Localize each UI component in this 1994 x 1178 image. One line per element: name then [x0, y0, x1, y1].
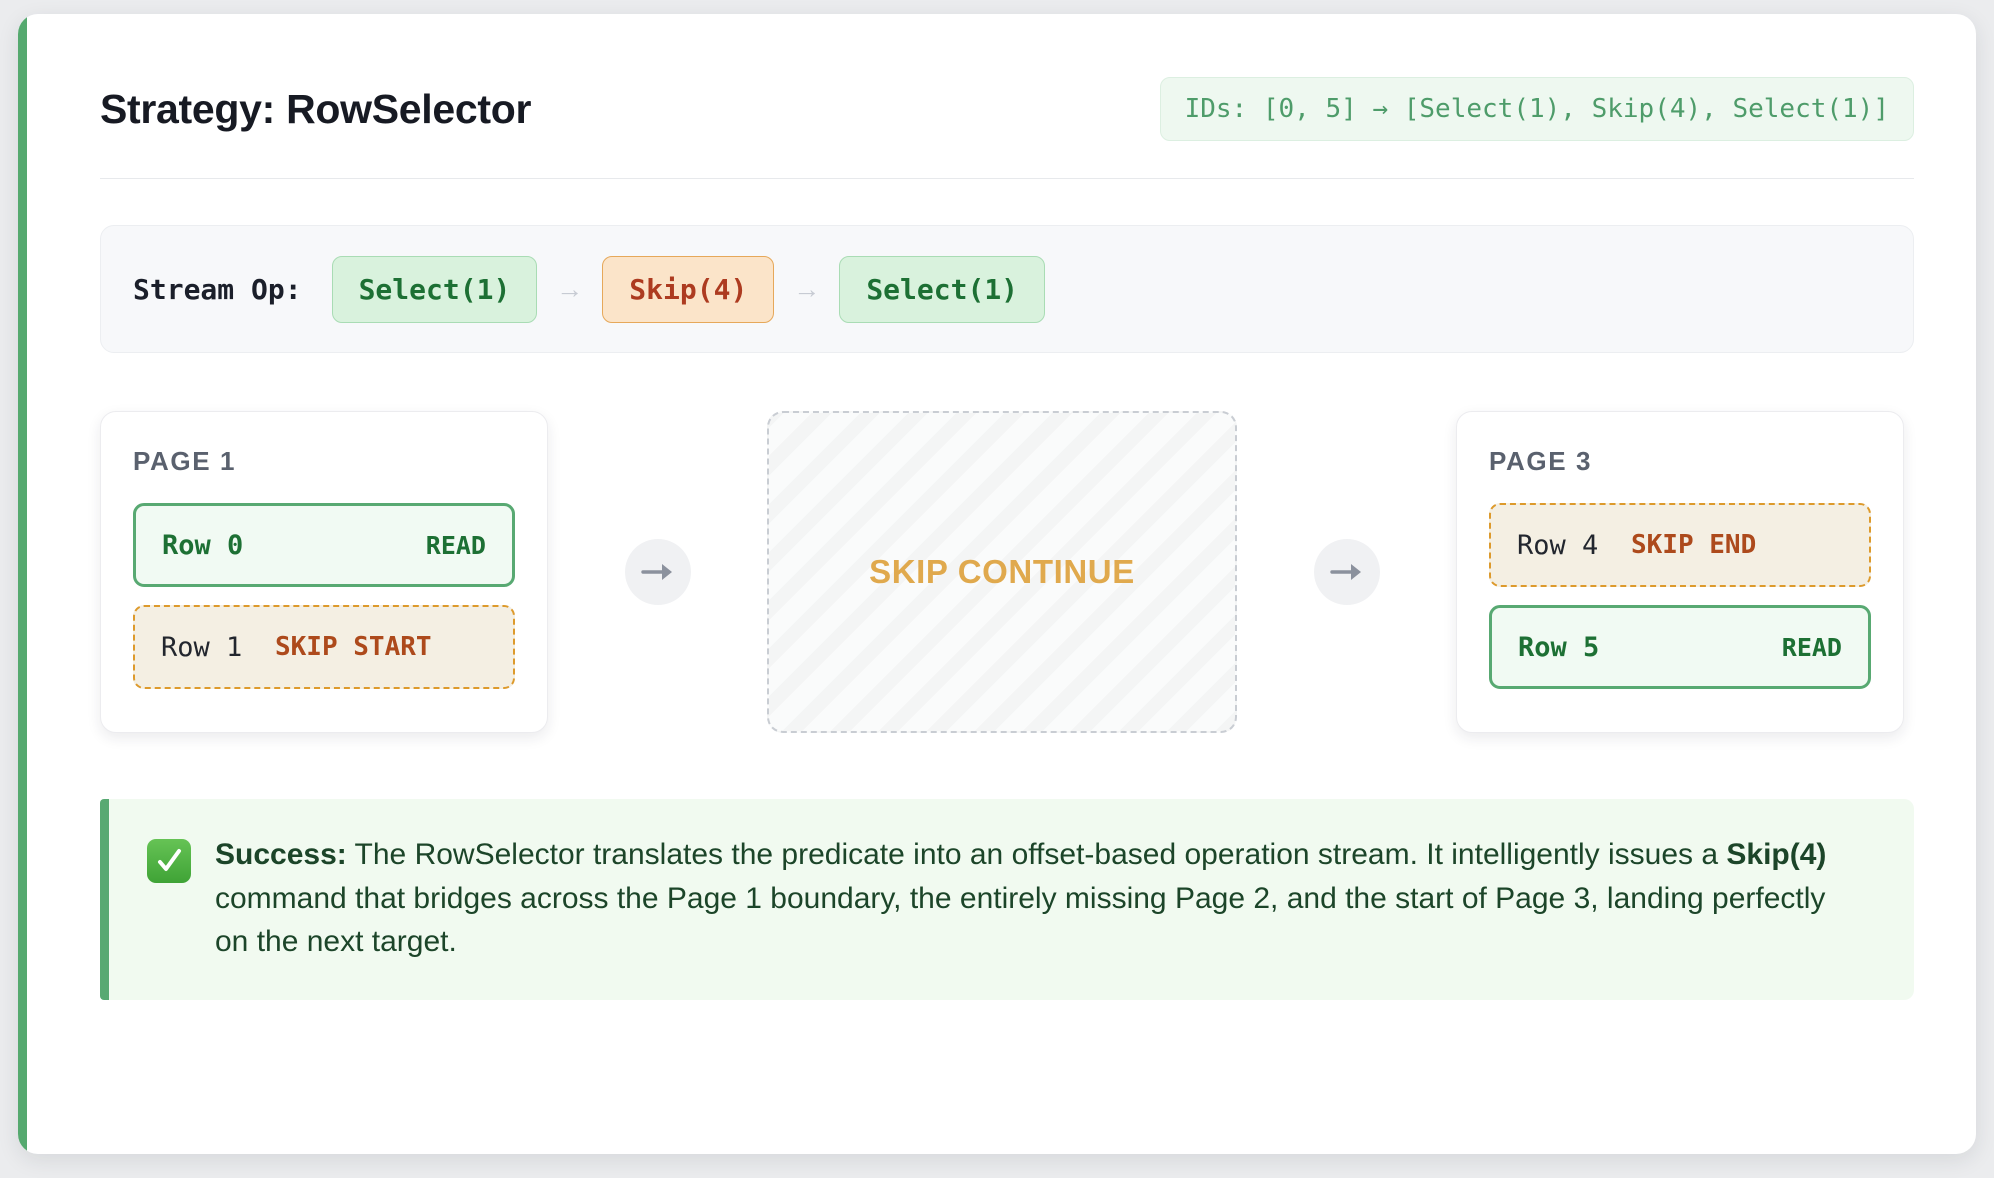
stream-op-bar: Stream Op: Select(1) → Skip(4) → Select(…: [100, 225, 1914, 353]
skip-continue-label: SKIP CONTINUE: [869, 553, 1135, 590]
row-status-badge-read: READ: [1781, 632, 1842, 662]
card-accent-bar: [18, 14, 27, 1154]
check-mark-icon: [147, 839, 191, 883]
page-3-row-4[interactable]: Row 4 SKIP END: [1489, 503, 1871, 587]
page-1-row-0[interactable]: Row 0 READ: [133, 503, 515, 587]
row-status-badge-read: READ: [425, 530, 486, 560]
header-divider: [100, 178, 1914, 179]
row-status-badge-skip-start: SKIP START: [275, 632, 432, 662]
page-card-3: PAGE 3 Row 4 SKIP END Row 5 READ: [1456, 411, 1904, 733]
stream-op-chip-select-1[interactable]: Select(1): [331, 255, 538, 323]
success-text-part-1: The RowSelector translates the predicate…: [346, 838, 1727, 871]
success-highlight: Skip(4): [1726, 838, 1827, 871]
page-1-label: PAGE 1: [133, 446, 237, 476]
success-text: Success: The RowSelector translates the …: [215, 833, 1845, 964]
stream-op-chip-select-2[interactable]: Select(1): [839, 255, 1046, 323]
page-card-1: PAGE 1 Row 0 READ Row 1 SKIP START: [100, 411, 548, 733]
success-callout: Success: The RowSelector translates the …: [100, 799, 1914, 1000]
stream-op-label: Stream Op:: [133, 272, 302, 306]
pages-row: PAGE 1 Row 0 READ Row 1 SKIP START SKIP …: [100, 411, 1914, 733]
page-3-label: PAGE 3: [1489, 446, 1593, 476]
stream-op-arrow-1: →: [556, 273, 584, 304]
row-label: Row 5: [1518, 631, 1600, 663]
page-3-row-5[interactable]: Row 5 READ: [1489, 605, 1871, 689]
row-label: Row 0: [162, 529, 244, 561]
header: Strategy: RowSelector IDs: [0, 5] → [Sel…: [100, 72, 1914, 146]
success-text-part-2: command that bridges across the Page 1 b…: [215, 881, 1826, 959]
skip-continue-panel: SKIP CONTINUE: [767, 411, 1237, 733]
ids-badge: IDs: [0, 5] → [Select(1), Skip(4), Selec…: [1159, 77, 1914, 141]
stream-op-arrow-2: →: [793, 273, 821, 304]
page-title: Strategy: RowSelector: [100, 85, 532, 132]
row-label: Row 4: [1517, 529, 1599, 561]
connector-arrow-2: [1313, 539, 1380, 605]
strategy-card: Strategy: RowSelector IDs: [0, 5] → [Sel…: [18, 14, 1976, 1154]
page-1-row-1[interactable]: Row 1 SKIP START: [133, 605, 515, 689]
stream-op-chip-skip[interactable]: Skip(4): [602, 255, 775, 323]
connector-arrow-1: [624, 539, 691, 605]
row-status-badge-skip-end: SKIP END: [1631, 530, 1757, 560]
row-label: Row 1: [161, 631, 243, 663]
success-label: Success:: [215, 838, 347, 871]
